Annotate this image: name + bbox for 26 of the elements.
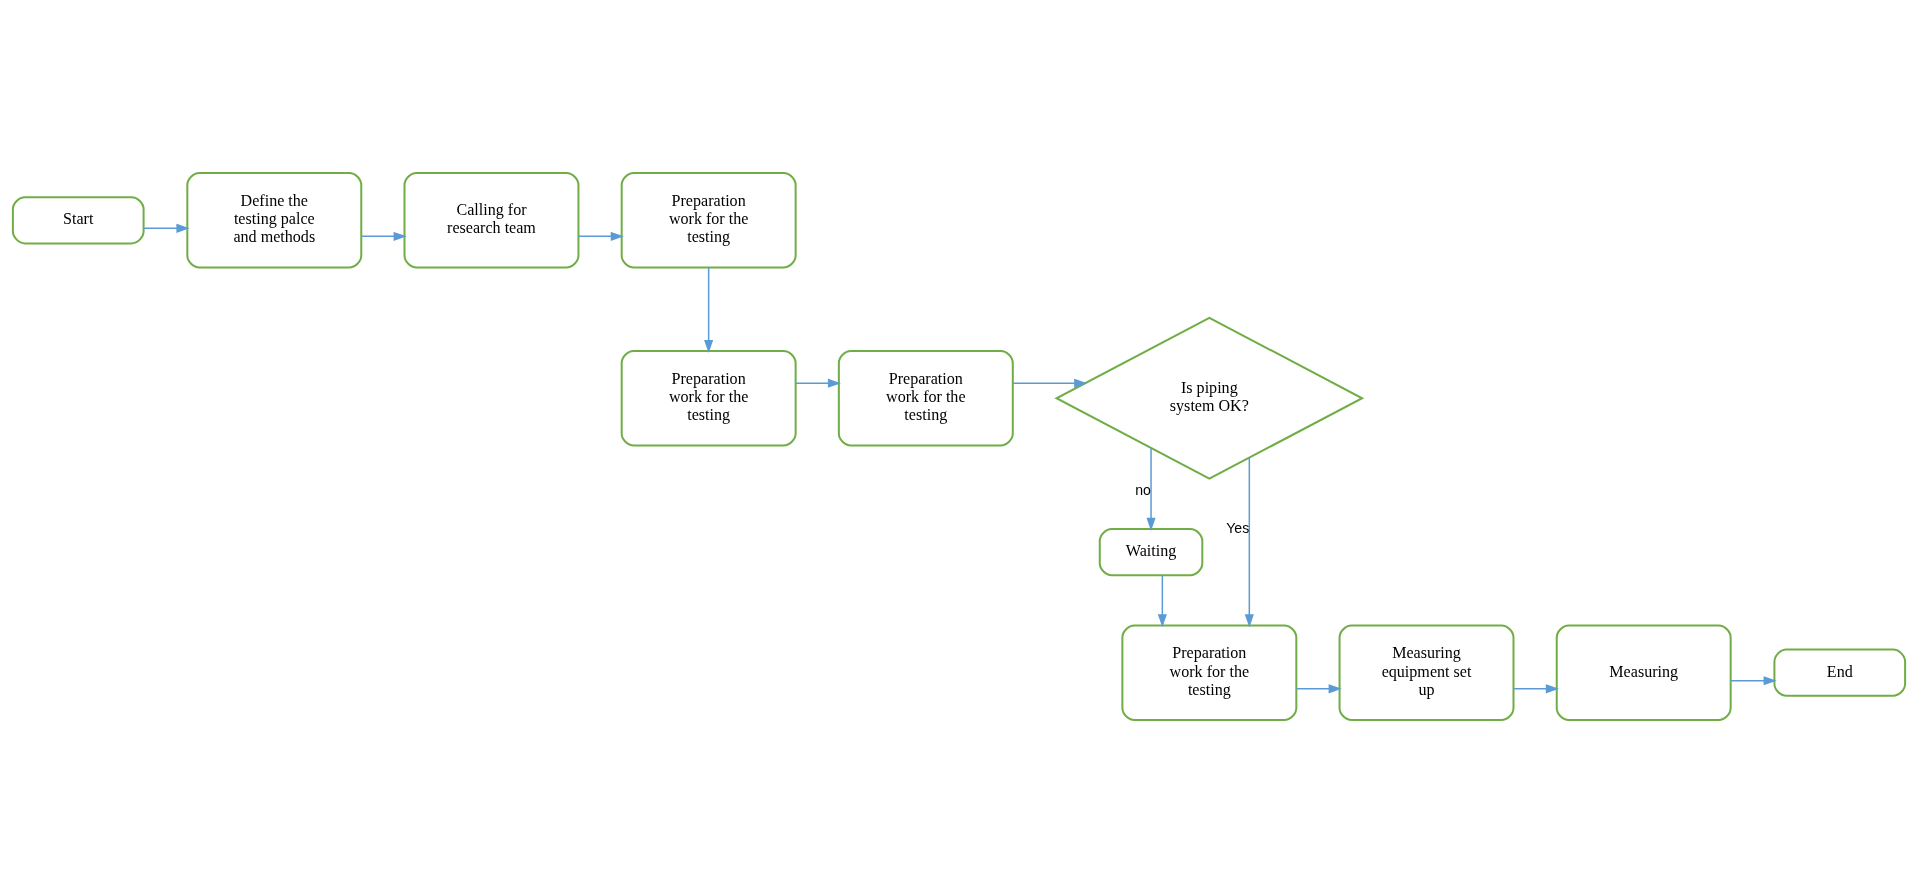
arrow <box>143 223 190 233</box>
arrow <box>1244 457 1254 628</box>
arrow <box>1146 447 1156 531</box>
edge-label: no <box>1135 481 1151 498</box>
arrow <box>704 267 714 353</box>
arrow <box>577 231 624 241</box>
arrow <box>794 378 841 388</box>
node-box: Start <box>11 196 145 245</box>
arrow <box>360 231 407 241</box>
node-box: Preparation work for the testing <box>620 349 797 447</box>
edge-label: Yes <box>1226 519 1250 536</box>
node-box: Measuring equipment set up <box>1338 624 1515 721</box>
node-box: Define the testing palce and methods <box>186 172 363 269</box>
node-box: End <box>1773 648 1907 697</box>
node-box: Preparation work for the testing <box>620 172 797 269</box>
node-box: Preparation work for the testing <box>1121 624 1298 721</box>
arrow <box>1512 684 1559 694</box>
node-box: Measuring <box>1555 624 1732 721</box>
node-box: Preparation work for the testing <box>837 349 1014 447</box>
arrow <box>1730 676 1777 686</box>
arrow <box>1295 684 1342 694</box>
node-box: Calling for research team <box>403 172 580 269</box>
arrow <box>1012 378 1088 388</box>
arrow <box>1157 574 1167 628</box>
node-box: Waiting <box>1098 527 1204 577</box>
node-diamond: Is piping system OK? <box>1054 316 1365 480</box>
